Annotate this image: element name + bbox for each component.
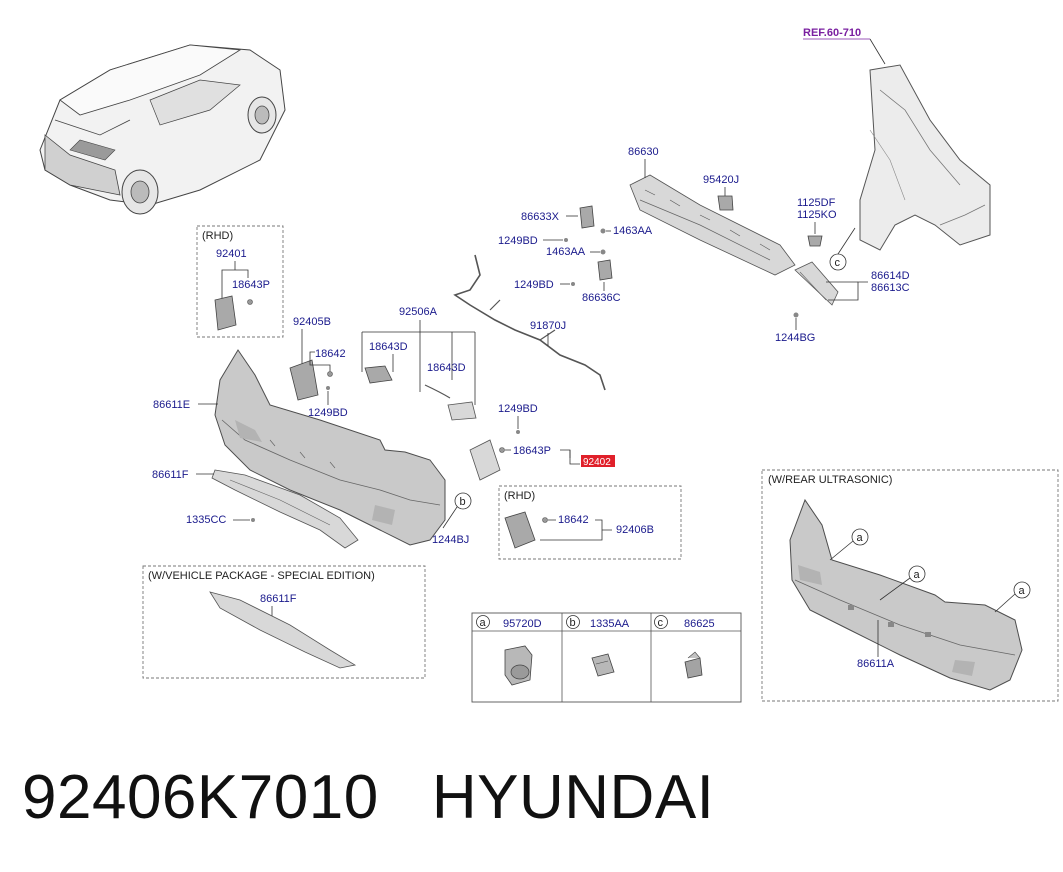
callout-1249BD-d[interactable]: 1249BD [498, 403, 538, 415]
reflex-lamp-92405B [289, 359, 319, 401]
callout-18643D-b[interactable]: 18643D [427, 362, 466, 374]
callout-1244BG[interactable]: 1244BG [775, 332, 815, 344]
callout-86613C[interactable]: 86613C [871, 282, 910, 294]
rear-bumper-cover [214, 349, 446, 546]
legend-c-part[interactable]: 86625 [684, 618, 715, 630]
callout-92405B[interactable]: 92405B [293, 316, 331, 328]
callout-18643P-b[interactable]: 18643P [513, 445, 551, 457]
rear-ultrasonic-box [761, 469, 1059, 702]
circle-a-letter-1: a [857, 532, 864, 544]
side-bracket-86614D [794, 261, 839, 306]
callout-95420J[interactable]: 95420J [703, 174, 739, 186]
callout-1249BD-b[interactable]: 1249BD [514, 279, 554, 291]
bolt-1125DF [807, 235, 823, 247]
rhd-box-bottom [498, 485, 682, 560]
callout-92401[interactable]: 92401 [216, 248, 247, 260]
circle-a-marker-3 [1013, 581, 1031, 599]
vehicle-illustration [39, 44, 286, 215]
callout-86611F-b[interactable]: 86611F [260, 593, 297, 605]
circle-a-marker-2 [908, 565, 926, 583]
garnish-special-edition [209, 591, 357, 669]
bumper-garnish-86611F [211, 469, 359, 549]
rhd-box-top [196, 225, 284, 338]
caption-part-number: 92406K7010 [22, 763, 379, 832]
callout-1244BJ[interactable]: 1244BJ [432, 534, 469, 546]
callout-1463AA[interactable]: 1463AA [613, 225, 653, 237]
bracket-95420J [717, 195, 734, 211]
lamp-92401 [214, 295, 237, 331]
rear-ultrasonic-label: (W/REAR ULTRASONIC) [768, 474, 892, 486]
callout-86611A[interactable]: 86611A [857, 658, 895, 670]
callout-1335CC[interactable]: 1335CC [186, 514, 226, 526]
legend-b-part[interactable]: 1335AA [590, 618, 630, 630]
legend-a-part[interactable]: 95720D [503, 618, 542, 630]
callout-18642-b[interactable]: 18642 [558, 514, 589, 526]
circle-b-letter: b [460, 496, 466, 508]
callout-18643P-a[interactable]: 18643P [232, 279, 270, 291]
circle-a-letter-3: a [1019, 585, 1026, 597]
callout-1463AA-b[interactable]: 1463AA [546, 246, 586, 258]
bracket-86636C [597, 259, 613, 281]
circle-b-marker [454, 492, 472, 510]
legend-b-letter: b [570, 617, 576, 629]
rhd-box-bottom-label: (RHD) [504, 490, 535, 502]
caption-brand: HYUNDAI [431, 763, 715, 832]
callout-1125DF[interactable]: 1125DF [797, 197, 836, 209]
rear-bumper-beam [629, 174, 796, 276]
rhd-box-top-label: (RHD) [202, 230, 233, 242]
callout-92406B[interactable]: 92406B [616, 524, 654, 536]
circle-c-letter: c [835, 257, 841, 269]
lamp-92406B [504, 511, 536, 549]
vehicle-package-box [142, 565, 426, 679]
clip-icon [591, 653, 615, 677]
parts-diagram: REF.60-710 86630 95420J 86633X 1463AA 12… [39, 27, 1059, 703]
callout-1125KO[interactable]: 1125KO [797, 209, 837, 221]
vehicle-package-label: (W/VEHICLE PACKAGE - SPECIAL EDITION) [148, 570, 375, 582]
circle-a-letter-2: a [914, 569, 921, 581]
callout-18642[interactable]: 18642 [315, 348, 346, 360]
callout-86633X[interactable]: 86633X [521, 211, 560, 223]
legend-c-letter: c [658, 617, 664, 629]
highlight-92402 [581, 455, 615, 467]
callout-1249BD-c[interactable]: 1249BD [308, 407, 348, 419]
callout-86611E[interactable]: 86611E [153, 399, 190, 411]
legend-a-letter: a [480, 617, 487, 629]
callout-86611F[interactable]: 86611F [152, 469, 189, 481]
callout-92506A[interactable]: 92506A [399, 306, 438, 318]
part-caption: 92406K7010 HYUNDAI [22, 762, 714, 833]
callout-86630[interactable]: 86630 [628, 146, 659, 158]
callout-86614D[interactable]: 86614D [871, 270, 910, 282]
wiring-harness-91870J [453, 254, 606, 391]
lamp-socket [364, 365, 393, 384]
lamp-92402 [469, 439, 501, 481]
fastener-legend: a b c 95720D 1335AA 86625 [471, 612, 742, 703]
body-panel-illustration [859, 64, 991, 251]
ref-label[interactable]: REF.60-710 [803, 27, 861, 39]
callout-86636C[interactable]: 86636C [582, 292, 621, 304]
rear-bumper-ultrasonic [789, 498, 1023, 691]
callout-91870J[interactable]: 91870J [530, 320, 566, 332]
bracket-86633X [579, 205, 595, 229]
callout-1249BD-a[interactable]: 1249BD [498, 235, 538, 247]
circle-a-marker-1 [851, 528, 869, 546]
callout-92402[interactable]: 92402 [583, 457, 611, 468]
license-lamp [447, 401, 477, 421]
fastener-icon [684, 657, 703, 679]
callout-18643D-a[interactable]: 18643D [369, 341, 408, 353]
